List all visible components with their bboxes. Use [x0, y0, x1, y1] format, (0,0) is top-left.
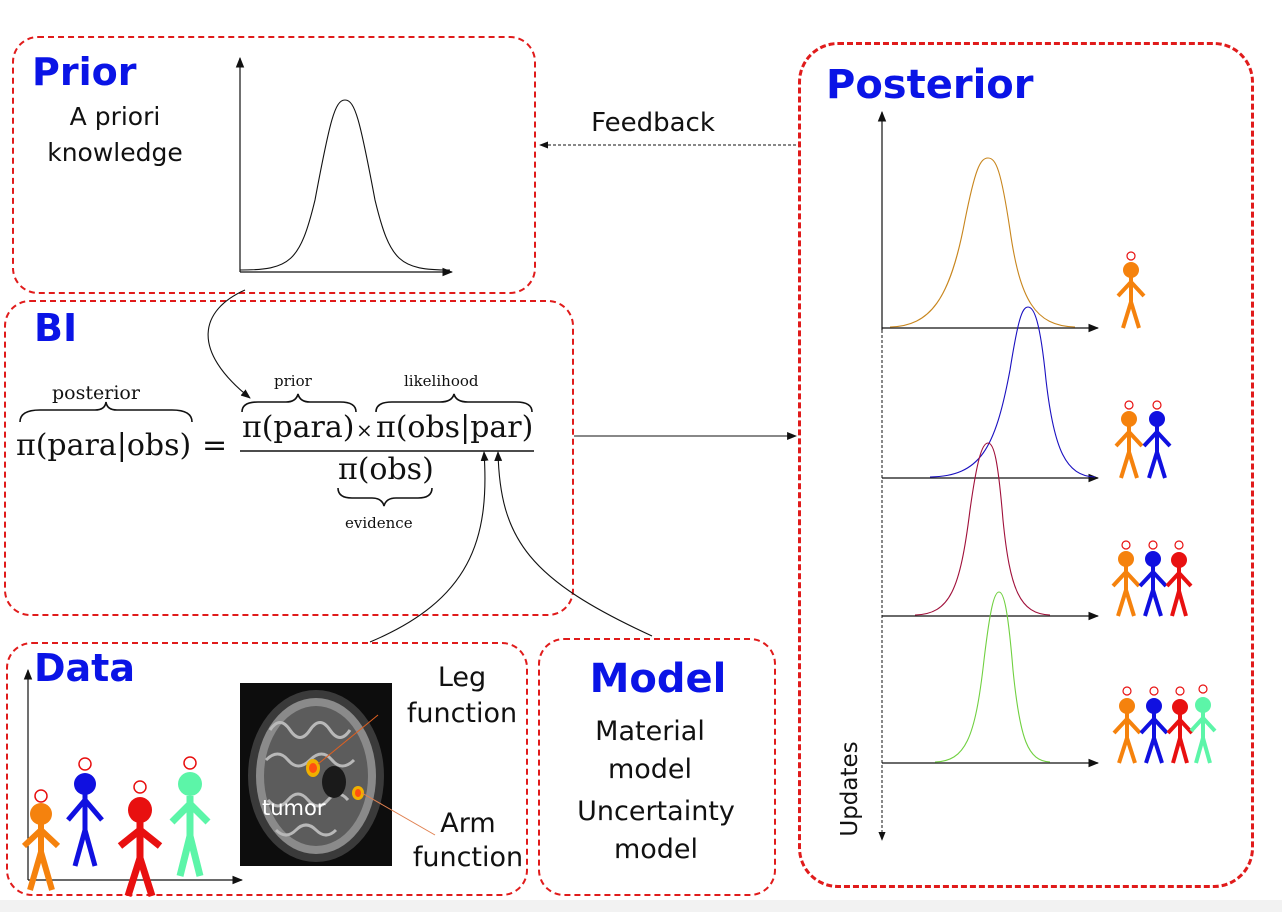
model-to-likelihood-arrow	[498, 452, 652, 636]
bayes-times: ×	[356, 418, 373, 442]
data-person-blue	[68, 758, 102, 866]
prior-brace-label: prior	[274, 372, 312, 390]
updates-axis-label: Updates	[837, 729, 863, 849]
arm-function-line2: function	[406, 842, 530, 873]
bayes-lhs: π(para|obs)	[16, 428, 191, 463]
prior-description-line1: A priori	[20, 102, 210, 131]
likelihood-brace-label: likelihood	[404, 372, 478, 390]
prior-title: Prior	[32, 50, 136, 94]
bayes-num-likelihood: π(obs|par)	[376, 410, 533, 445]
bi-title: BI	[34, 306, 77, 350]
posterior-curve-2	[930, 307, 1095, 477]
posterior-group-4	[1114, 685, 1215, 763]
prior-to-bi-arrow	[208, 290, 250, 398]
feedback-label: Feedback	[568, 108, 738, 138]
posterior-title: Posterior	[826, 62, 1034, 108]
posterior-brace-label: posterior	[52, 382, 140, 404]
data-chart-axes	[28, 670, 242, 880]
model-line2: model	[540, 754, 760, 785]
leg-function-line2: function	[400, 698, 524, 729]
prior-chart	[240, 58, 452, 272]
prior-description-line2: knowledge	[20, 138, 210, 167]
data-person-green	[172, 757, 208, 876]
posterior-group-2	[1116, 401, 1170, 478]
leg-function-line1: Leg	[400, 662, 524, 693]
model-line1: Material	[540, 716, 760, 747]
posterior-curve-4	[935, 592, 1050, 762]
model-title: Model	[540, 656, 776, 702]
bayes-denominator: π(obs)	[338, 452, 434, 487]
tumor-label: tumor	[262, 796, 342, 820]
posterior-curve-1	[890, 158, 1075, 327]
bayes-equals: =	[202, 428, 227, 463]
bayes-num-prior: π(para)	[242, 410, 354, 445]
data-person-orange	[24, 790, 58, 890]
model-line3: Uncertainty	[546, 796, 766, 827]
posterior-curve-3	[915, 443, 1050, 615]
data-person-red	[120, 781, 160, 896]
evidence-brace-label: evidence	[345, 514, 413, 532]
posterior-axes	[882, 112, 1098, 840]
posterior-group-1	[1118, 252, 1144, 328]
model-line4: model	[546, 834, 766, 865]
data-title: Data	[34, 646, 135, 690]
posterior-group-3	[1113, 541, 1191, 616]
arm-function-line1: Arm	[406, 808, 530, 839]
